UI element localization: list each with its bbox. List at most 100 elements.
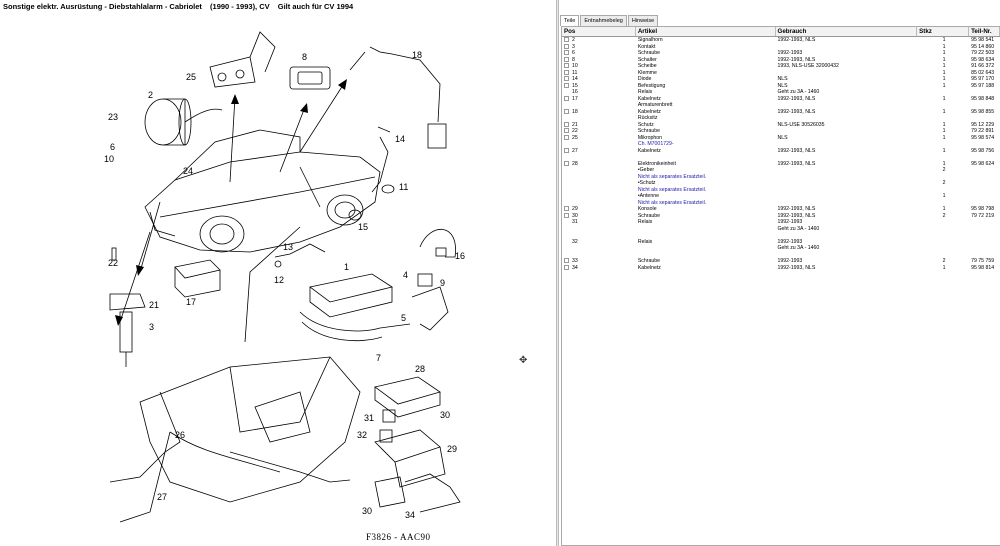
cell-gebrauch-line: 1992-1993, NLS	[777, 147, 816, 154]
col-artikel[interactable]: Artikel	[636, 27, 776, 36]
pos-label: 29	[572, 206, 578, 212]
cell-teilnr[interactable]: 95 98 756	[971, 147, 995, 154]
cell-teilnr[interactable]: 95 97 188	[971, 82, 995, 89]
cell-artikel-line: Schraube	[637, 50, 661, 56]
callout-22: 22	[108, 258, 118, 268]
cell-artikel-line: Befestigung	[637, 82, 666, 89]
col-gebrauch[interactable]: Gebrauch	[776, 27, 918, 36]
row-checkbox[interactable]	[564, 37, 569, 42]
cell-gebrauch-line: NLS	[777, 82, 788, 89]
cell-teilnr[interactable]: 95 98 541	[971, 37, 995, 43]
row-checkbox[interactable]	[564, 108, 569, 114]
row-checkbox[interactable]	[564, 43, 569, 49]
row-checkbox[interactable]	[564, 121, 569, 127]
cell-artikel-line: Kabelnetz	[637, 264, 661, 271]
cell-teilnr[interactable]: 95 97 170	[971, 76, 995, 82]
cell-teilnr[interactable]: 79 72 219	[971, 212, 995, 219]
cell-gebrauch: 1992-1993, NLS	[776, 161, 918, 168]
col-stkz[interactable]: Stkz	[917, 27, 970, 36]
cell-teilnr[interactable]: 95 98 624	[971, 160, 995, 167]
cell-gebrauch-line: 1992-1993, NLS	[777, 95, 816, 102]
row-checkbox[interactable]	[564, 160, 569, 166]
cell-teilnr[interactable]: 95 98 634	[971, 56, 995, 63]
cell-teilnr[interactable]	[969, 219, 1000, 232]
cell-teilnr[interactable]	[969, 180, 1000, 193]
cell-teilnr[interactable]: 91 66 372	[971, 63, 995, 69]
cell-artikel-line: Armaturenbrett	[637, 102, 673, 108]
cell-stkz: 1	[942, 206, 946, 212]
cell-gebrauch-line: 1992-1993, NLS	[777, 160, 816, 167]
cell-teilnr[interactable]: 85 02 643	[971, 69, 995, 76]
cell-teilnr[interactable]: 79 22 891	[971, 128, 995, 134]
move-cursor-icon: ✥	[519, 355, 528, 366]
cell-teilnr[interactable]: 95 98 814	[971, 264, 995, 271]
cell-teilnr[interactable]: 95 12 229	[971, 121, 995, 128]
row-checkbox[interactable]	[564, 212, 569, 218]
row-checkbox[interactable]	[564, 206, 569, 211]
cell-artikel: Schraube	[636, 128, 776, 135]
row-checkbox[interactable]	[564, 147, 569, 153]
row-checkbox[interactable]	[564, 76, 569, 81]
diagram-pane[interactable]: 2 23 6 10 24 25 8 18 14 11 15 16 22 17 2…	[0, 12, 556, 546]
cell-teilnr[interactable]: 79 75 759	[971, 258, 995, 264]
cell-teilnr[interactable]	[969, 167, 1000, 180]
callout-30b: 30	[362, 506, 372, 516]
cell-gebrauch-line: Geht zu 3A - 1460	[777, 225, 820, 232]
row-checkbox[interactable]	[564, 82, 569, 88]
row-checkbox[interactable]	[564, 258, 569, 263]
cell-teilnr[interactable]	[969, 239, 1000, 252]
cell-teilnr[interactable]	[969, 193, 1000, 206]
tab-entnahmebeleg[interactable]: Entnahmebeleg	[580, 15, 627, 26]
pane-splitter[interactable]	[556, 0, 559, 546]
row-checkbox[interactable]	[564, 95, 569, 101]
col-teilnr[interactable]: Teil-Nr.	[969, 27, 1000, 36]
callout-28: 28	[415, 364, 425, 374]
cell-gebrauch-line: 1992-1993, NLS	[777, 56, 816, 63]
row-checkbox[interactable]	[564, 63, 569, 68]
row-checkbox[interactable]	[564, 56, 569, 62]
row-checkbox[interactable]	[564, 69, 569, 75]
row-checkbox[interactable]	[564, 128, 569, 133]
tab-hinweise[interactable]: Hinweise	[627, 15, 659, 26]
cell-teilnr[interactable]: 95 98 798	[971, 206, 995, 212]
callout-12: 12	[274, 275, 284, 285]
cell-teilnr[interactable]: 95 98 855	[971, 108, 995, 115]
cell-teilnr[interactable]: 79 22 503	[971, 50, 995, 56]
row-checkbox[interactable]	[564, 264, 569, 270]
row-checkbox[interactable]	[564, 50, 569, 55]
cell-stkz: 1	[942, 69, 946, 76]
cell-teilnr[interactable]: 95 14 860	[971, 43, 995, 50]
row-checkbox[interactable]	[564, 134, 569, 140]
cell-stkz: 2	[942, 212, 946, 219]
col-pos[interactable]: Pos	[562, 27, 636, 36]
cell-teilnr[interactable]: 95 98 574	[971, 134, 995, 141]
cell-teilnr[interactable]: 95 98 848	[971, 95, 995, 102]
tab-teile[interactable]: Teile	[560, 15, 580, 26]
exploded-parts-diagram[interactable]: 2 23 6 10 24 25 8 18 14 11 15 16 22 17 2…	[0, 12, 556, 532]
